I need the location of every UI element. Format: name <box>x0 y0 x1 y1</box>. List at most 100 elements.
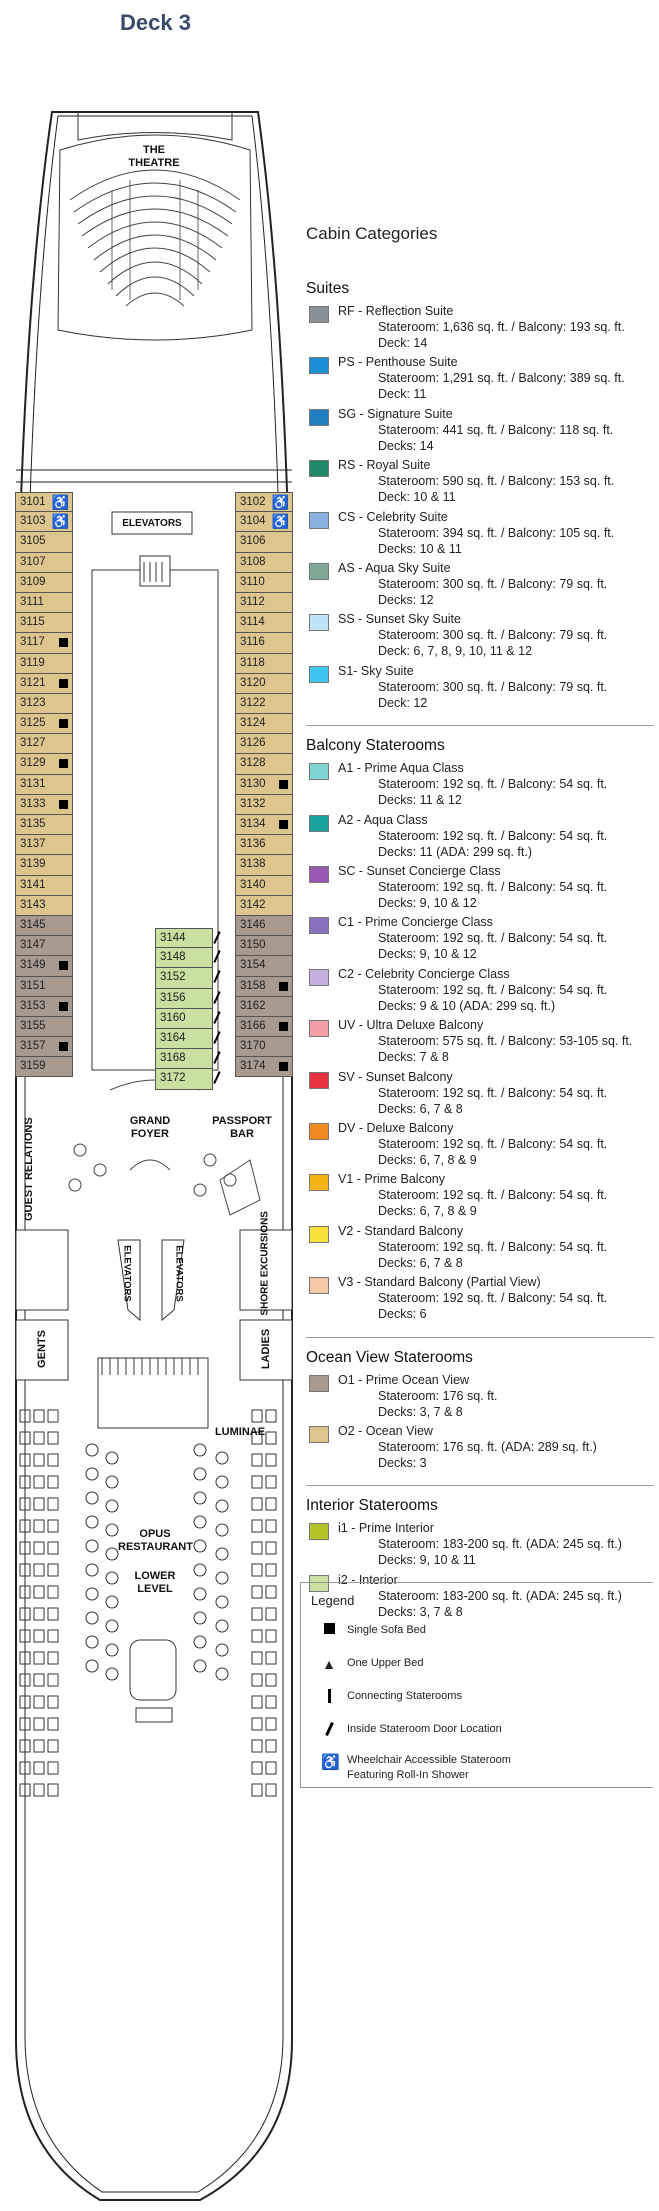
category-name: C2 - Celebrity Concierge Class <box>338 966 510 981</box>
cabin-3149[interactable]: 3149 <box>15 956 73 977</box>
cabin-3152[interactable]: 3152 <box>155 968 221 989</box>
cabin-number: 3110 <box>240 575 265 588</box>
cabin-3101[interactable]: 3101♿ <box>15 492 73 513</box>
cabin-number: 3156 <box>160 991 186 1004</box>
cabin-3123[interactable]: 3123 <box>15 693 73 715</box>
cabin-3109[interactable]: 3109 <box>15 572 73 593</box>
cabin-3142[interactable]: 3142 <box>235 895 293 916</box>
table <box>215 1547 229 1561</box>
table <box>215 1667 229 1681</box>
cabin-3117[interactable]: 3117 <box>15 633 73 654</box>
cabin-3105[interactable]: 3105 <box>15 532 73 553</box>
cabin-3104[interactable]: 3104♿ <box>235 512 293 533</box>
category-swatch <box>309 614 329 632</box>
cabin-3112[interactable]: 3112 <box>235 592 293 614</box>
cabin-number: 3152 <box>160 971 186 984</box>
table <box>33 1717 45 1731</box>
table <box>47 1673 59 1687</box>
table <box>33 1475 45 1489</box>
table <box>33 1651 45 1665</box>
cabin-3130[interactable]: 3130 <box>235 774 293 795</box>
cabin-3115[interactable]: 3115 <box>15 613 73 634</box>
table <box>265 1673 277 1687</box>
cabin-3136[interactable]: 3136 <box>235 835 293 856</box>
cabin-3164[interactable]: 3164 <box>155 1028 221 1050</box>
cabin-3151[interactable]: 3151 <box>15 976 73 997</box>
category-size: Stateroom: 176 sq. ft. (ADA: 289 sq. ft.… <box>378 1440 597 1454</box>
category-name: O1 - Prime Ocean View <box>338 1372 470 1387</box>
cabin-3144[interactable]: 3144 <box>155 928 221 949</box>
cabin-3108[interactable]: 3108 <box>235 552 293 573</box>
category-name: RF - Reflection Suite <box>338 304 454 318</box>
cabin-3120[interactable]: 3120 <box>235 673 293 694</box>
cabin-3107[interactable]: 3107 <box>15 552 73 573</box>
sofa-bed-icon <box>59 759 68 769</box>
category-decks: Decks: 14 <box>378 438 434 453</box>
table <box>105 1451 119 1465</box>
cabin-3156[interactable]: 3156 <box>155 988 221 1009</box>
cabin-3128[interactable]: 3128 <box>235 754 293 775</box>
cabin-3153[interactable]: 3153 <box>15 996 73 1017</box>
cabin-3160[interactable]: 3160 <box>155 1008 221 1029</box>
cabin-3110[interactable]: 3110 <box>235 572 293 593</box>
cabin-3103[interactable]: 3103♿ <box>15 512 73 533</box>
cabin-3106[interactable]: 3106 <box>235 532 293 553</box>
cabin-3155[interactable]: 3155 <box>15 1016 73 1038</box>
cabin-3168[interactable]: 3168 <box>155 1049 221 1070</box>
cabin-3131[interactable]: 3131 <box>15 774 73 795</box>
cabin-3135[interactable]: 3135 <box>15 815 73 836</box>
cabin-3170[interactable]: 3170 <box>235 1037 293 1058</box>
cabin-number: 3149 <box>20 959 46 972</box>
cabin-3111[interactable]: 3111 <box>15 592 73 614</box>
cabin-3124[interactable]: 3124 <box>235 714 293 735</box>
cabin-3138[interactable]: 3138 <box>235 855 293 876</box>
cabin-3116[interactable]: 3116 <box>235 633 293 654</box>
cabin-3132[interactable]: 3132 <box>235 794 293 815</box>
cabin-3162[interactable]: 3162 <box>235 996 293 1017</box>
cabin-3174[interactable]: 3174 <box>235 1057 293 1078</box>
cabin-3146[interactable]: 3146 <box>235 915 293 937</box>
cabin-number: 3138 <box>240 858 266 871</box>
cabin-number: 3127 <box>20 737 46 750</box>
cabin-3119[interactable]: 3119 <box>15 653 73 674</box>
cabin-3134[interactable]: 3134 <box>235 815 293 836</box>
cabin-number: 3118 <box>240 656 265 669</box>
cabin-3159[interactable]: 3159 <box>15 1057 73 1078</box>
cabin-3141[interactable]: 3141 <box>15 875 73 896</box>
cabin-3137[interactable]: 3137 <box>15 835 73 856</box>
cabin-3157[interactable]: 3157 <box>15 1037 73 1058</box>
cabin-3118[interactable]: 3118 <box>235 653 293 674</box>
cabin-number: 3143 <box>20 898 46 911</box>
cabin-3122[interactable]: 3122 <box>235 693 293 715</box>
cabin-3139[interactable]: 3139 <box>15 855 73 876</box>
table <box>33 1783 45 1797</box>
cabin-3125[interactable]: 3125 <box>15 714 73 735</box>
category-name: SC - Sunset Concierge Class <box>338 864 501 878</box>
cabin-3148[interactable]: 3148 <box>155 948 221 969</box>
category-swatch <box>309 1174 329 1192</box>
cabin-3121[interactable]: 3121 <box>15 673 73 694</box>
cabin-3114[interactable]: 3114 <box>235 613 293 634</box>
cabin-3129[interactable]: 3129 <box>15 754 73 775</box>
cabin-number: 3139 <box>20 858 46 871</box>
cabin-3166[interactable]: 3166 <box>235 1016 293 1038</box>
cabin-3126[interactable]: 3126 <box>235 734 293 755</box>
cabin-3140[interactable]: 3140 <box>235 875 293 896</box>
cabin-3150[interactable]: 3150 <box>235 936 293 957</box>
cabin-3154[interactable]: 3154 <box>235 956 293 977</box>
table <box>251 1497 263 1511</box>
cabin-3172[interactable]: 3172 <box>155 1069 221 1090</box>
cabin-3143[interactable]: 3143 <box>15 895 73 916</box>
cabin-3127[interactable]: 3127 <box>15 734 73 755</box>
cabin-3158[interactable]: 3158 <box>235 976 293 997</box>
category-size: Stateroom: 192 sq. ft. / Balcony: 54 sq.… <box>378 1239 608 1254</box>
table <box>19 1585 31 1599</box>
cabin-3145[interactable]: 3145 <box>15 915 73 937</box>
cabin-3102[interactable]: 3102♿ <box>235 492 293 513</box>
sofa-bed-icon <box>59 1001 68 1011</box>
cabin-3147[interactable]: 3147 <box>15 936 73 957</box>
cabin-3133[interactable]: 3133 <box>15 794 73 815</box>
cabin-number: 3120 <box>240 676 266 689</box>
table <box>105 1475 119 1489</box>
table <box>47 1541 59 1555</box>
